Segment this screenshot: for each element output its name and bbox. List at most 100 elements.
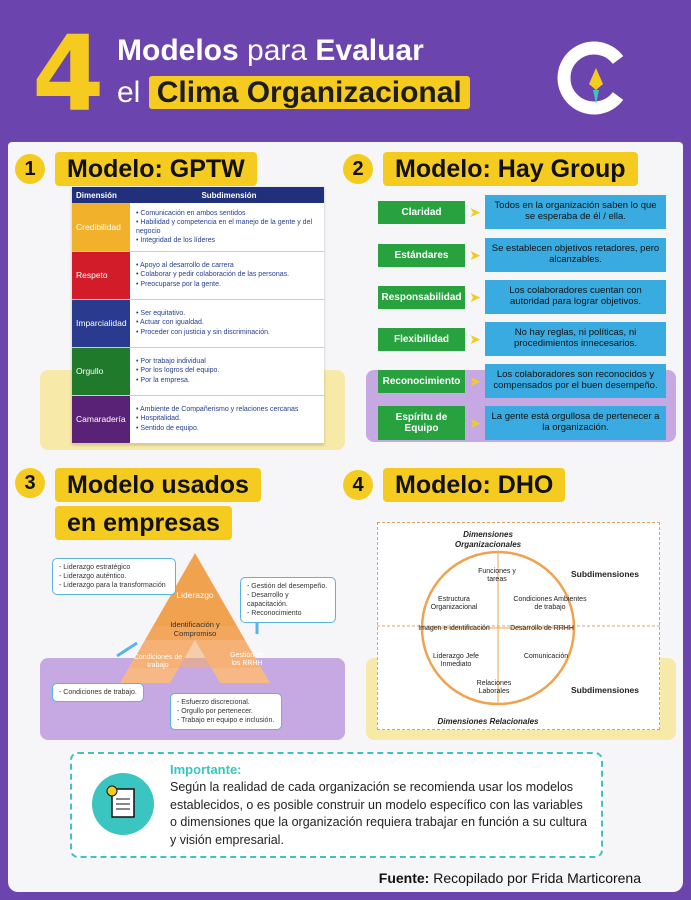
section-title: Modelo: Hay Group <box>383 152 638 186</box>
hay-description: Los colaboradores cuentan con autoridad … <box>485 280 666 314</box>
empresas-box-rrhh: - Gestión del desempeño. - Desarrollo y c… <box>240 577 336 624</box>
gptw-item: Ambiente de Compañerismo y relaciones ce… <box>136 405 318 414</box>
dho-subdimension: Relaciones Laborales <box>476 680 512 696</box>
gptw-row: CredibilidadComunicación en ambos sentid… <box>72 203 324 252</box>
section-number: 1 <box>15 154 45 184</box>
dho-side-label-top: Subdimensiones <box>570 569 639 579</box>
section-2-heading: 2 Modelo: Hay Group <box>343 152 638 186</box>
section-number: 4 <box>343 470 373 500</box>
empresas-box-liderazgo: - Liderazgo estratégico - Liderazgo autén… <box>52 558 176 596</box>
brand-logo-icon <box>557 41 624 115</box>
box-line: - Desarrollo y capacitación. <box>247 592 289 609</box>
box-line: - Liderazgo auténtico. <box>59 573 127 581</box>
dho-subdimension: Desarrollo de RRHH <box>510 625 574 632</box>
important-title: Importante: <box>170 762 242 777</box>
gptw-item: Actuar con igualdad. <box>136 318 318 327</box>
dho-bottom-label: Dimensiones Relacionales <box>437 717 539 726</box>
pyramid-center-label: Identificación y Compromiso <box>170 620 220 638</box>
gptw-dimension: Credibilidad <box>72 203 130 252</box>
box-line: - Condiciones de trabajo. <box>59 689 137 696</box>
hay-row: Claridad➤Todos en la organización saben … <box>378 195 666 229</box>
hay-description: Se establecen objetivos retadores, pero … <box>485 238 666 272</box>
gptw-item: Habilidad y competencia en el manejo de … <box>136 218 318 236</box>
dho-subdimension: Estructura Organizacional <box>430 596 478 612</box>
dho-subdimension: Condiciones Ambientes de trabajo <box>513 596 587 612</box>
pyramid-left-label: Condiciones de trabajo <box>133 654 183 670</box>
dho-subdimension: Liderazgo Jefe Inmediato <box>433 653 479 669</box>
gptw-dimension: Imparcialidad <box>72 299 130 348</box>
dho-circle-diagram <box>377 550 660 706</box>
section-title-line2: en empresas <box>55 506 232 540</box>
hay-row: Responsabilidad➤Los colaboradores cuenta… <box>378 280 666 314</box>
gptw-row: ImparcialidadSer equitativo.Actuar con i… <box>72 299 324 348</box>
hay-label: Estándares <box>378 243 465 267</box>
important-text: Según la realidad de cada organización s… <box>170 780 587 847</box>
gptw-item: Hospitalidad. <box>136 414 318 423</box>
pyramid-diagram <box>116 553 270 683</box>
gptw-row: OrgulloPor trabajo individualPor los log… <box>72 347 324 396</box>
box-line: - Trabajo en equipo e inclusión. <box>177 717 275 725</box>
hay-row: Estándares➤Se establecen objetivos retad… <box>378 238 666 272</box>
box-line: - Liderazgo para la transformación <box>59 582 166 590</box>
hay-label: Espíritu de Equipo <box>378 406 465 440</box>
gptw-item: Comunicación en ambos sentidos <box>136 209 318 218</box>
hay-label: Reconocimiento <box>378 369 465 393</box>
important-note <box>70 752 603 858</box>
gptw-item: Apoyo al desarrollo de carrera <box>136 261 318 270</box>
gptw-item: Sentido de equipo. <box>136 424 318 433</box>
hay-row: Espíritu de Equipo➤La gente está orgullo… <box>378 406 666 440</box>
hay-description: No hay reglas, ni políticas, ni procedim… <box>485 322 666 356</box>
gptw-row: Camaradería Ambiente de Compañerismo y re… <box>72 395 324 444</box>
hay-label: Claridad <box>378 200 465 224</box>
box-line: - Gestión del desempeño. <box>247 583 328 590</box>
hay-description: La gente está orgullosa de pertenecer a … <box>485 406 666 440</box>
section-1-heading: 1 Modelo: GPTW <box>15 152 257 186</box>
section-title-line1: Modelo usados <box>55 468 261 502</box>
dho-top-label: Dimensiones Organizacionales <box>454 530 522 549</box>
hay-description: Los colaboradores son reconocidos y comp… <box>485 364 666 398</box>
gptw-row: RespetoApoyo al desarrollo de carreraCol… <box>72 251 324 300</box>
section-title: Modelo: DHO <box>383 468 566 502</box>
gptw-item: Integridad de los líderes <box>136 236 318 245</box>
hay-description: Todos en la organización saben lo que se… <box>485 195 666 229</box>
footer-source: Fuente: Recopilado por Frida Marticorena <box>378 870 641 886</box>
arrow-right-icon: ➤ <box>469 203 481 220</box>
box-line: - Esfuerzo discrecional. <box>177 699 250 706</box>
box-line: - Reconocimiento <box>247 610 302 618</box>
gptw-item: Colaborar y pedir colaboración de las pe… <box>136 270 318 279</box>
header-number: 4 <box>32 13 105 135</box>
arrow-right-icon: ➤ <box>469 330 481 347</box>
gptw-subdimensions: Comunicación en ambos sentidosHabilidad … <box>130 203 324 252</box>
gptw-dimension: Respeto <box>72 251 130 300</box>
gptw-subdimensions: Ambiente de Compañerismo y relaciones ce… <box>130 395 324 444</box>
gptw-item: Por trabajo individual <box>136 357 318 366</box>
header-title-line1: Modelos para Evaluar <box>117 34 424 67</box>
dho-side-label-bottom: Subdimensiones <box>570 685 639 695</box>
empresas-box-condiciones: - Condiciones de trabajo. <box>52 683 144 703</box>
box-line: - Liderazgo estratégico <box>59 564 131 571</box>
gptw-dimension: Camaradería <box>72 395 130 444</box>
arrow-right-icon: ➤ <box>469 372 481 389</box>
header-title-line2: el Clima Organizacional <box>117 76 470 109</box>
gptw-item: Ser equitativo. <box>136 309 318 318</box>
pyramid-top-label: Liderazgo <box>176 590 214 600</box>
gptw-item: Preocuparse por la gente. <box>136 280 318 289</box>
hay-label: Flexibilidad <box>378 327 465 351</box>
arrow-right-icon: ➤ <box>469 288 481 305</box>
gptw-item: Por los logros del equipo. <box>136 366 318 375</box>
gptw-subdimensions: Ser equitativo.Actuar con igualdad.Proce… <box>130 299 324 348</box>
hay-row: Reconocimiento➤Los colaboradores son rec… <box>378 364 666 398</box>
document-icon <box>92 773 154 835</box>
empresas-box-compromiso: - Esfuerzo discrecional.- Orgullo por pe… <box>170 693 282 731</box>
gptw-item: Por la empresa. <box>136 376 318 385</box>
dho-subdimension: Funciones y tareas <box>478 568 516 584</box>
gptw-item: Proceder con justicia y sin discriminaci… <box>136 328 318 337</box>
gptw-subdimensions: Por trabajo individualPor los logros del… <box>130 347 324 396</box>
gptw-header-dimension: Dimensión <box>72 187 130 203</box>
pyramid-right-label: Gestión de los RRHH <box>230 652 264 668</box>
gptw-subdimensions: Apoyo al desarrollo de carreraColaborar … <box>130 251 324 300</box>
section-3-heading: 3 Modelo usados en empresas <box>15 468 261 540</box>
arrow-right-icon: ➤ <box>469 246 481 263</box>
gptw-dimension: Orgullo <box>72 347 130 396</box>
